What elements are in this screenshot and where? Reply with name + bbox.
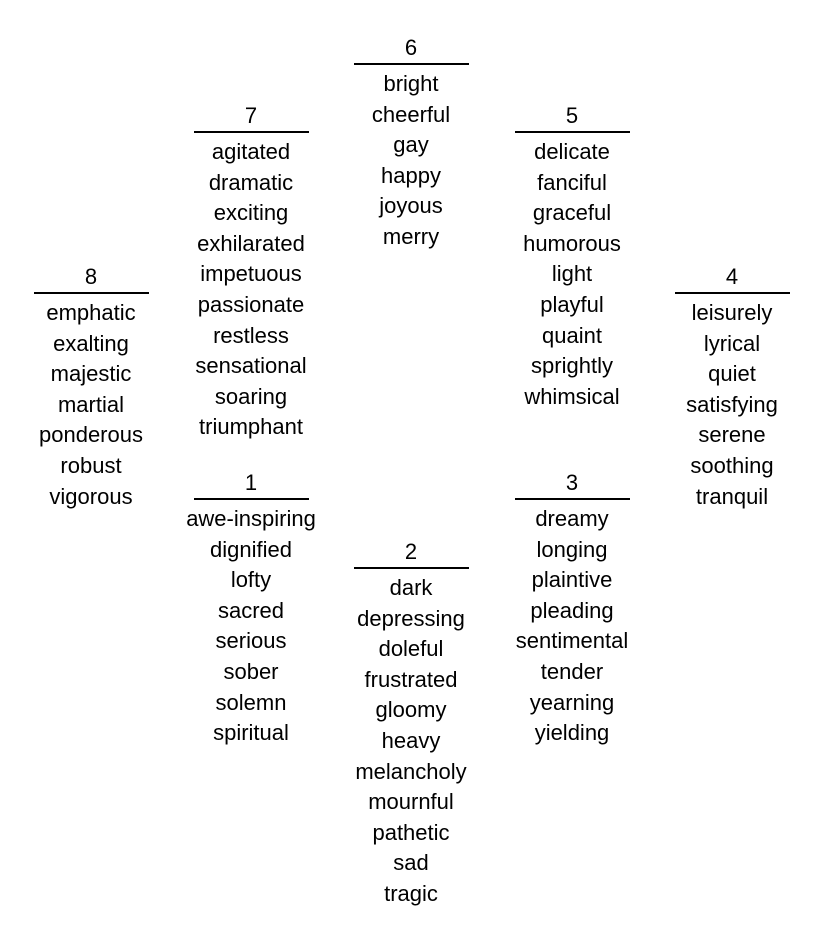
adjective-word: humorous xyxy=(523,230,621,256)
adjective-word: heavy xyxy=(381,727,441,753)
adjective-word: frustrated xyxy=(364,666,458,692)
group-number: 3 xyxy=(565,470,579,495)
adjective-word: pleading xyxy=(530,597,614,623)
adjective-group-4: 4 leisurely lyrical quiet satisfying serene s… xyxy=(657,264,807,512)
group-number: 7 xyxy=(244,103,258,128)
group-divider xyxy=(193,498,309,500)
adjective-word: mournful xyxy=(368,789,454,815)
adjective-word: light xyxy=(551,261,593,287)
group-word-list: awe-inspiring dignified lofty sacred serious… xyxy=(176,504,326,749)
adjective-word: lofty xyxy=(230,567,272,593)
adjective-word: cheerful xyxy=(371,101,451,127)
adjective-word: exhilarated xyxy=(197,230,305,256)
adjective-word: soothing xyxy=(690,452,774,478)
adjective-group-5: 5 delicate fanciful graceful humorous light p… xyxy=(497,103,647,412)
adjective-word: leisurely xyxy=(691,300,773,325)
adjective-word: awe-inspiring xyxy=(186,506,316,531)
adjective-word: quaint xyxy=(542,322,602,348)
group-divider xyxy=(674,292,790,294)
adjective-word: melancholy xyxy=(355,758,467,784)
group-number: 2 xyxy=(404,539,418,564)
adjective-word: exalting xyxy=(53,330,129,356)
adjective-group-7: 7 agitated dramatic exciting exhilarated imp… xyxy=(176,103,326,443)
group-word-list: agitated dramatic exciting exhilarated impet… xyxy=(176,137,326,443)
adjective-word: whimsical xyxy=(524,383,620,409)
adjective-word: tender xyxy=(540,658,604,684)
adjective-word: ponderous xyxy=(39,422,143,448)
adjective-word: sober xyxy=(223,658,279,684)
adjective-word: agitated xyxy=(211,139,291,164)
adjective-word: dramatic xyxy=(208,169,294,195)
group-number: 5 xyxy=(565,103,579,128)
adjective-word: plaintive xyxy=(531,567,613,593)
adjective-group-8: 8 emphatic exalting majestic martial pondero… xyxy=(16,264,166,512)
adjective-word: satisfying xyxy=(686,391,778,417)
adjective-word: yielding xyxy=(534,720,610,746)
adjective-word: restless xyxy=(213,322,289,348)
adjective-group-6: 6 bright cheerful gay happy joyous merry xyxy=(336,35,486,253)
group-word-list: emphatic exalting majestic martial ponderous… xyxy=(16,298,166,512)
adjective-word: merry xyxy=(382,223,440,249)
adjective-word: passionate xyxy=(197,291,305,317)
adjective-word: sprightly xyxy=(531,353,613,379)
adjective-word: sacred xyxy=(217,597,285,623)
group-divider xyxy=(353,63,469,65)
group-word-list: dreamy longing plaintive pleading sentimenta… xyxy=(497,504,647,749)
adjective-word: sentimental xyxy=(515,628,629,654)
group-divider xyxy=(353,567,469,569)
adjective-word: robust xyxy=(60,452,122,478)
adjective-word: happy xyxy=(381,162,441,188)
adjective-word: fanciful xyxy=(537,169,607,195)
adjective-word: quiet xyxy=(708,361,756,387)
adjective-word: serious xyxy=(215,628,287,654)
adjective-word: impetuous xyxy=(200,261,302,287)
adjective-word: majestic xyxy=(50,361,132,387)
group-divider xyxy=(33,292,149,294)
group-number: 1 xyxy=(244,470,258,495)
adjective-word: soaring xyxy=(214,383,288,409)
group-divider xyxy=(514,131,630,133)
adjective-word: solemn xyxy=(215,689,287,715)
group-number: 8 xyxy=(84,264,98,289)
group-word-list: leisurely lyrical quiet satisfying serene soo… xyxy=(657,298,807,512)
adjective-word: yearning xyxy=(529,689,615,715)
adjective-word: dark xyxy=(389,575,433,600)
adjective-word: emphatic xyxy=(46,300,136,325)
adjective-group-1: 1 awe-inspiring dignified lofty sacred serio… xyxy=(176,470,326,749)
adjective-word: dignified xyxy=(210,536,292,562)
group-word-list: dark depressing doleful frustrated gloomy hea… xyxy=(336,573,486,910)
adjective-word: sensational xyxy=(195,353,307,379)
adjective-word: joyous xyxy=(379,193,443,219)
adjective-word: playful xyxy=(540,291,604,317)
adjective-word: bright xyxy=(383,71,439,96)
adjective-word: vigorous xyxy=(49,483,133,509)
adjective-word: martial xyxy=(57,391,124,417)
adjective-word: dreamy xyxy=(535,506,609,531)
adjective-word: pathetic xyxy=(372,819,450,845)
adjective-word: serene xyxy=(698,422,766,448)
group-divider xyxy=(514,498,630,500)
adjective-word: longing xyxy=(536,536,608,562)
adjective-word: graceful xyxy=(532,200,612,226)
adjective-word: gloomy xyxy=(375,697,447,723)
group-divider xyxy=(193,131,309,133)
adjective-word: tragic xyxy=(384,880,438,906)
adjective-word: tranquil xyxy=(695,483,769,509)
adjective-word: delicate xyxy=(534,139,610,164)
adjective-word: sad xyxy=(393,850,429,876)
adjective-word: triumphant xyxy=(199,414,303,440)
adjective-group-2: 2 dark depressing doleful frustrated gloomy h… xyxy=(336,539,486,910)
adjective-word: depressing xyxy=(357,605,465,631)
group-word-list: bright cheerful gay happy joyous merry xyxy=(336,69,486,253)
adjective-word: gay xyxy=(393,132,429,158)
adjective-group-3: 3 dreamy longing plaintive pleading sentimen… xyxy=(497,470,647,749)
group-word-list: delicate fanciful graceful humorous light pla… xyxy=(497,137,647,412)
group-number: 6 xyxy=(404,35,418,60)
adjective-word: doleful xyxy=(378,636,444,662)
adjective-word: exciting xyxy=(213,200,289,226)
adjective-word: spiritual xyxy=(213,720,289,746)
group-number: 4 xyxy=(725,264,739,289)
adjective-word: lyrical xyxy=(703,330,761,356)
